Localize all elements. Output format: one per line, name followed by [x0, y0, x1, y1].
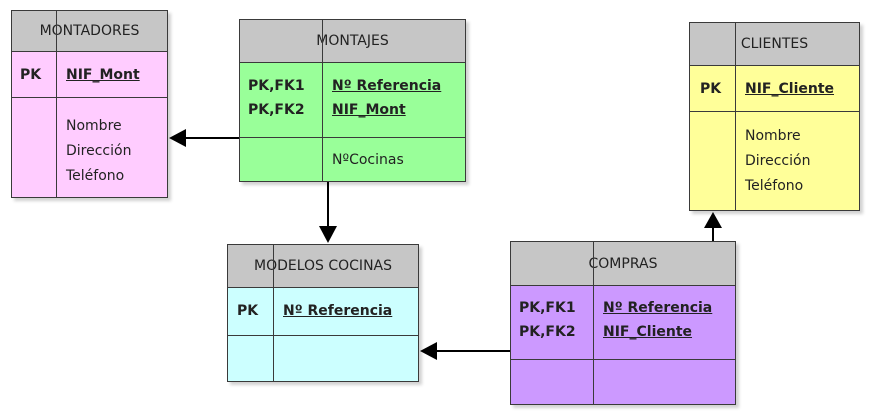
entity-montadores-header: MONTADORES	[12, 11, 167, 52]
entity-compras-divider	[593, 242, 594, 404]
entity-montadores-pk-row	[12, 51, 167, 98]
entity-montadores-attr-1: Nombre	[66, 118, 122, 134]
entity-clientes-pk-row	[690, 65, 859, 112]
entity-montajes-divider	[322, 20, 323, 181]
entity-montajes-pk-field-1: Nº Referencia	[332, 78, 442, 94]
entity-clientes-pk-field-1: NIF_Cliente	[745, 81, 835, 97]
entity-compras-pk-field-2: NIF_Cliente	[603, 324, 693, 340]
entity-montajes-key-2: PK,FK2	[248, 102, 305, 118]
entity-compras-keys: PK,FK1 PK,FK2	[519, 296, 576, 344]
entity-montajes-title: MONTAJES	[316, 33, 389, 49]
entity-montajes-keys: PK,FK1 PK,FK2	[248, 74, 305, 122]
entity-compras-pk-row	[511, 285, 735, 360]
entity-montadores-attr-3: Teléfono	[66, 168, 125, 184]
entity-clientes-divider	[735, 23, 736, 210]
entity-compras-pk-fields: Nº Referencia NIF_Cliente	[603, 296, 712, 344]
entity-montajes-key-1: PK,FK1	[248, 78, 305, 94]
entity-compras-key-2: PK,FK2	[519, 324, 576, 340]
entity-montadores-keys: PK	[20, 63, 41, 87]
entity-compras[interactable]: COMPRAS PK,FK1 PK,FK2 Nº Referencia NIF_…	[510, 241, 736, 405]
entity-montajes-pk-field-2: NIF_Mont	[332, 102, 406, 118]
link-compras-to-modelos-cocinas	[420, 342, 510, 360]
link-montajes-to-montadores	[169, 129, 239, 147]
entity-clientes-attr-2: Dirección	[745, 153, 811, 169]
entity-compras-title: COMPRAS	[588, 255, 658, 272]
entity-modelos-cocinas-title: MODELOS COCINAS	[253, 258, 393, 274]
entity-modelos-cocinas-divider	[273, 245, 274, 381]
entity-montajes-header: MONTAJES	[240, 20, 465, 63]
entity-modelos-cocinas-header: MODELOS COCINAS	[228, 245, 418, 288]
entity-clientes-attr-3: Teléfono	[745, 178, 804, 194]
entity-clientes-title: CLIENTES	[740, 36, 809, 52]
entity-clientes-attr-1: Nombre	[745, 128, 801, 144]
entity-montadores-key-1: PK	[20, 67, 42, 83]
entity-montajes-attributes: NºCocinas	[332, 148, 404, 173]
entity-modelos-cocinas-pk-row	[228, 287, 418, 336]
entity-clientes-attributes: Nombre Dirección Teléfono	[745, 124, 810, 199]
entity-modelos-cocinas-pk-fields: Nº Referencia	[283, 299, 392, 323]
entity-modelos-cocinas-pk-field-1: Nº Referencia	[283, 303, 393, 319]
entity-compras-pk-field-1: Nº Referencia	[603, 300, 713, 316]
entity-montajes[interactable]: MONTAJES PK,FK1 PK,FK2 Nº Referencia NIF…	[239, 19, 466, 182]
entity-clientes-header: CLIENTES	[690, 23, 859, 66]
link-montajes-to-modelos-cocinas	[319, 182, 337, 243]
entity-montadores-title: MONTADORES	[39, 23, 140, 39]
entity-compras-header: COMPRAS	[511, 242, 735, 286]
entity-montadores[interactable]: MONTADORES PK NIF_Mont Nombre Dirección …	[11, 10, 168, 198]
entity-montajes-attr-1: NºCocinas	[332, 152, 404, 168]
entity-montadores-attr-2: Dirección	[66, 143, 132, 159]
link-compras-to-clientes	[704, 212, 722, 241]
entity-modelos-cocinas[interactable]: MODELOS COCINAS PK Nº Referencia	[227, 244, 419, 382]
entity-clientes-pk-fields: NIF_Cliente	[745, 77, 834, 101]
entity-compras-key-1: PK,FK1	[519, 300, 576, 316]
entity-montadores-divider	[56, 11, 57, 197]
entity-modelos-cocinas-key-1: PK	[237, 303, 259, 319]
entity-clientes-key-1: PK	[700, 81, 722, 97]
entity-modelos-cocinas-keys: PK	[237, 299, 258, 323]
entity-montajes-pk-row	[240, 62, 465, 138]
entity-clientes-keys: PK	[700, 77, 721, 101]
entity-montadores-attributes: Nombre Dirección Teléfono	[66, 114, 131, 189]
entity-montajes-pk-fields: Nº Referencia NIF_Mont	[332, 74, 441, 122]
entity-montadores-pk-fields: NIF_Mont	[66, 63, 140, 87]
entity-clientes[interactable]: CLIENTES PK NIF_Cliente Nombre Dirección…	[689, 22, 860, 211]
entity-montadores-pk-field-1: NIF_Mont	[66, 67, 140, 83]
